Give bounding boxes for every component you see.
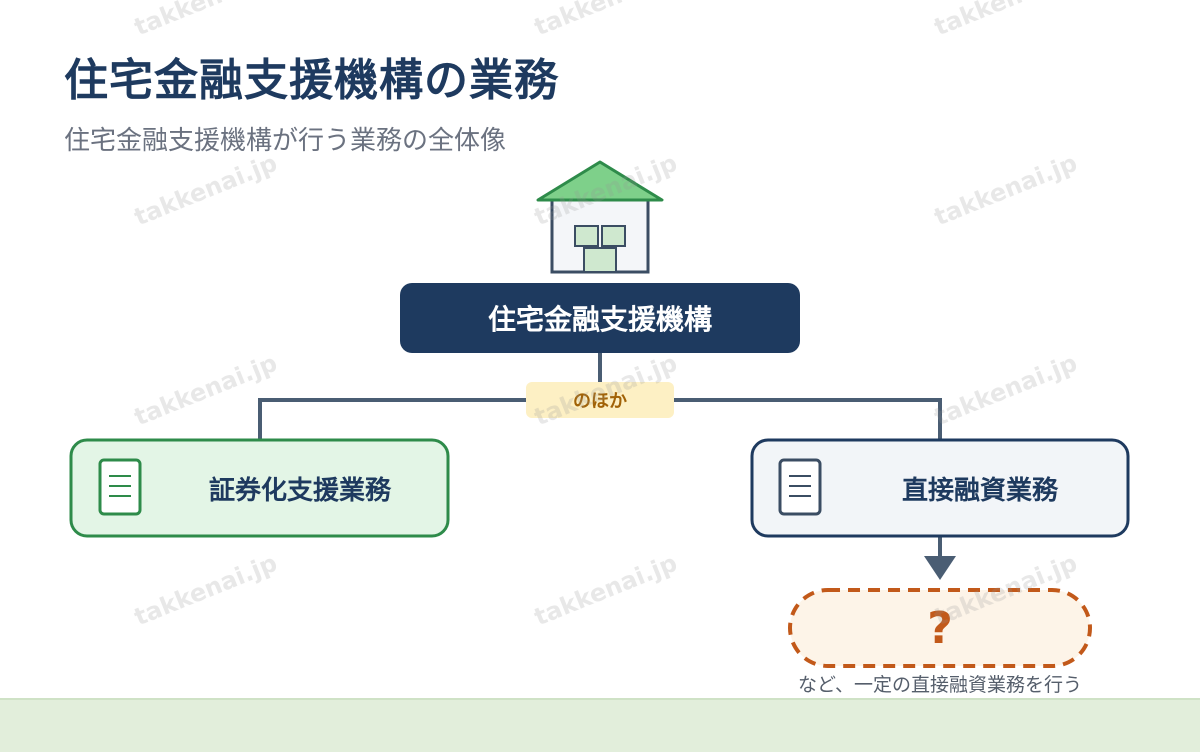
down-arrow-icon <box>924 556 956 580</box>
right-business-box <box>750 438 1130 538</box>
org-label: 住宅金融支援機構 <box>487 303 712 336</box>
bottom-band <box>0 698 1200 752</box>
page-title: 住宅金融支援機構の業務 <box>64 55 559 106</box>
document-icon <box>778 458 822 516</box>
other-tag: のほか <box>526 382 674 418</box>
left-business-box <box>69 438 450 538</box>
org-box <box>400 283 800 353</box>
document-icon <box>98 458 142 516</box>
note-text: など、一定の直接融資業務を行う <box>797 674 1083 696</box>
house-icon <box>536 160 664 274</box>
right-business-label: 直接融資業務 <box>901 475 1058 506</box>
unknown-business-box <box>788 588 1092 668</box>
question-mark: ? <box>927 602 953 654</box>
left-business-label: 証券化支援業務 <box>208 475 391 506</box>
page-subtitle: 住宅金融支援機構が行う業務の全体像 <box>64 126 507 156</box>
